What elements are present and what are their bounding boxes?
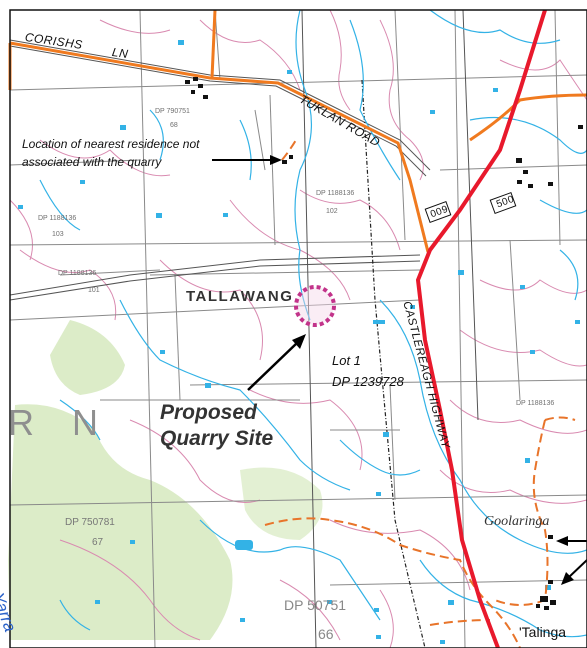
dashed-tracks	[264, 139, 576, 648]
parcel-103: 103	[52, 231, 64, 238]
parcel-dp-790751: DP 790751	[155, 108, 190, 115]
vegetation-areas	[8, 320, 323, 640]
corishs-ln-label: LN	[111, 45, 130, 62]
parcel-dp-50751: DP 50751	[284, 597, 347, 613]
parcel-lot-68: 68	[170, 122, 178, 129]
parcel-dp-1188136-b: DP 1188136	[38, 215, 77, 222]
parcel-dp-1188136-c: DP 1188136	[58, 270, 97, 277]
contour-lines	[9, 9, 587, 648]
parcel-dp-1188136-right: DP 1188136	[516, 400, 555, 407]
dp-label: DP 1239728	[332, 374, 404, 389]
parcel-dp-750781: DP 750781	[65, 517, 115, 528]
map-frame	[9, 9, 587, 648]
talinga-label: 'Talinga	[519, 624, 567, 640]
parcel-101: 101	[88, 287, 100, 294]
route-shields	[424, 192, 517, 223]
parcel-dp-1188136-a: DP 1188136	[316, 190, 355, 197]
castlereagh-highway-line	[415, 9, 547, 648]
lot-label: Lot 1	[332, 353, 361, 368]
tallawang-label: TALLAWANG	[186, 288, 294, 305]
region-rn-label: R N	[8, 402, 112, 443]
nearest-residence-note: Location of nearest residence not associ…	[22, 137, 200, 169]
parcel-102: 102	[326, 208, 338, 215]
proposed-quarry-site-label: Proposed Quarry Site	[160, 401, 274, 450]
water-dams	[18, 40, 580, 644]
orange-roads	[8, 9, 587, 253]
goolaringa-label: Goolaringa	[484, 514, 550, 529]
quarry-site-marker	[294, 285, 336, 327]
annotation-arrows	[212, 155, 587, 585]
railway-line	[361, 79, 426, 648]
parcel-67: 67	[92, 537, 104, 548]
parcel-66: 66	[318, 626, 334, 642]
buildings	[185, 77, 583, 610]
